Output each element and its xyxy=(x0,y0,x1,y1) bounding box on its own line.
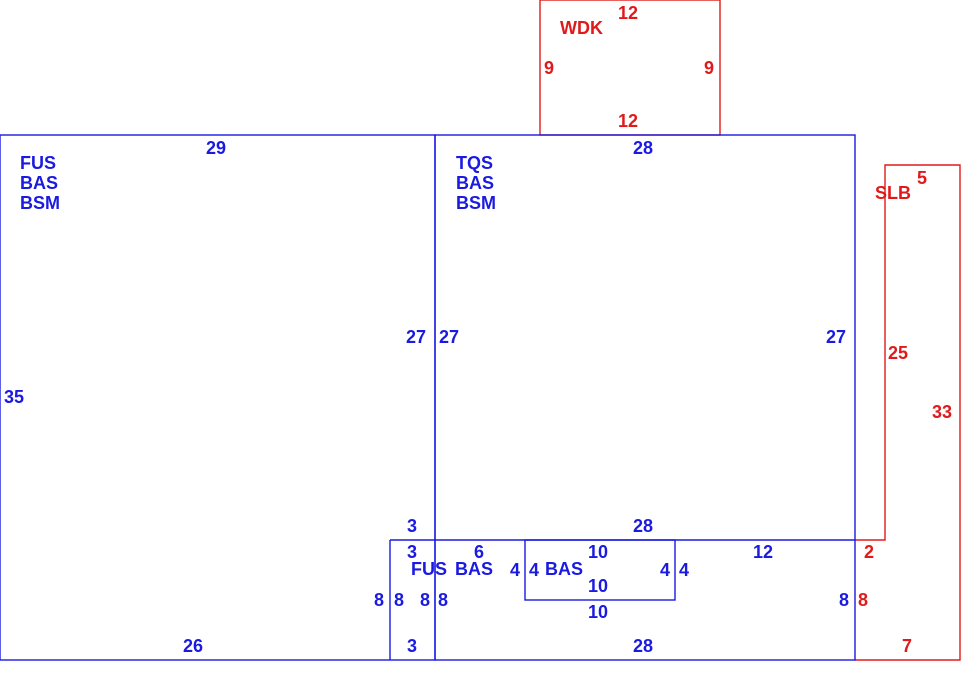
bas-inner-dim-below: 10 xyxy=(588,602,608,622)
bas-inner-label: BAS xyxy=(545,559,583,579)
right-room-dim-right: 27 xyxy=(826,327,846,347)
slb-dim-top: 5 xyxy=(917,168,927,188)
bas-strip-dim-left-b: 4 xyxy=(510,560,520,580)
small-fus-dim-top: 3 xyxy=(407,516,417,536)
bas-inner-dim-right: 4 xyxy=(660,560,670,580)
right-room-dim-left: 27 xyxy=(439,327,459,347)
bas-inner-dim-left: 4 xyxy=(529,560,539,580)
right-room-code-2: BAS xyxy=(456,173,494,193)
bas-strip-dim-right: 8 xyxy=(839,590,849,610)
left-room-dim-right: 27 xyxy=(406,327,426,347)
slb-outline xyxy=(855,164,961,661)
bas-strip-dim-bottom: 28 xyxy=(633,636,653,656)
small-fus-dim-right-b: 8 xyxy=(438,590,448,610)
bas-inner-outline xyxy=(524,539,676,601)
small-fus-dim-left-a: 8 xyxy=(374,590,384,610)
small-fus-label: FUS xyxy=(411,559,447,579)
right-room-code-1: TQS xyxy=(456,153,493,173)
wdk-dim-right: 9 xyxy=(704,58,714,78)
left-room-code-2: BAS xyxy=(20,173,58,193)
left-room-outline xyxy=(0,134,436,661)
small-fus-dim-top-inner: 3 xyxy=(407,542,417,562)
bas-strip-dim-top-left: 6 xyxy=(474,542,484,562)
left-room-code-3: BSM xyxy=(20,193,60,213)
wdk-dim-left: 9 xyxy=(544,58,554,78)
right-room-dim-top: 28 xyxy=(633,138,653,158)
slb-dim-bottom: 7 xyxy=(902,636,912,656)
right-room-dim-bottom: 28 xyxy=(633,516,653,536)
slb-dim-lower-left: 8 xyxy=(858,590,868,610)
wdk-label: WDK xyxy=(560,18,603,38)
right-room-outline xyxy=(434,134,856,661)
wdk-dim-bottom: 12 xyxy=(618,111,638,131)
small-fus-dim-bottom: 3 xyxy=(407,636,417,656)
wdk-dim-top: 12 xyxy=(618,3,638,23)
slb-dim-step: 2 xyxy=(864,542,874,562)
left-room-dim-left: 35 xyxy=(4,387,24,407)
bas-inner-dim-outer-right: 4 xyxy=(679,560,689,580)
bas-inner-dim-top: 10 xyxy=(588,542,608,562)
small-fus-dim-right-a: 8 xyxy=(420,590,430,610)
right-room-code-3: BSM xyxy=(456,193,496,213)
bas-strip-dim-top-right: 12 xyxy=(753,542,773,562)
bas-inner-dim-bottom: 10 xyxy=(588,576,608,596)
small-fus-dim-left-b: 8 xyxy=(394,590,404,610)
slb-label: SLB xyxy=(875,183,911,203)
slb-dim-right: 33 xyxy=(932,402,952,422)
left-room-code-1: FUS xyxy=(20,153,56,173)
bas-strip-label: BAS xyxy=(455,559,493,579)
left-room-dim-top: 29 xyxy=(206,138,226,158)
left-room-dim-bottom: 26 xyxy=(183,636,203,656)
slb-dim-inner-left: 25 xyxy=(888,343,908,363)
